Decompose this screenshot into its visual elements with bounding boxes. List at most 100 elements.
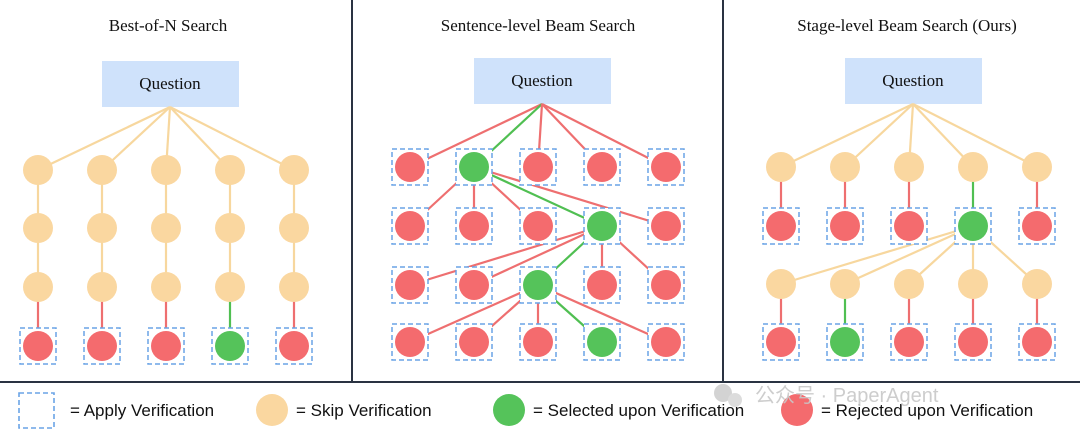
question-box-3 xyxy=(845,58,982,104)
bon-node-l2 xyxy=(215,213,245,243)
skip-node xyxy=(215,213,245,243)
tree-nodes xyxy=(19,148,1056,365)
rejected-node xyxy=(523,211,553,241)
rejected-node xyxy=(894,211,924,241)
stage-node-l2 xyxy=(954,207,992,245)
sbs-edge xyxy=(409,224,603,287)
sbs-node-l2 xyxy=(455,207,493,245)
rejected-node xyxy=(1022,211,1052,241)
skip-node xyxy=(87,213,117,243)
skip-node xyxy=(894,269,924,299)
bon-node-l3 xyxy=(279,272,309,302)
watermark: 公众号 · PaperAgent xyxy=(714,384,939,407)
sbs-edge xyxy=(409,103,543,168)
rejected-node xyxy=(459,327,489,357)
stage-node-l4 xyxy=(826,323,864,361)
stage-node-l3 xyxy=(830,269,860,299)
skip-node xyxy=(23,213,53,243)
selected-node xyxy=(587,211,617,241)
sbs-node-l4 xyxy=(455,323,493,361)
skip-node xyxy=(151,213,181,243)
selected-node xyxy=(830,327,860,357)
skip-node xyxy=(766,152,796,182)
sbs-node-l2 xyxy=(647,207,685,245)
skip-node xyxy=(830,269,860,299)
skip-node xyxy=(151,272,181,302)
skip-node xyxy=(215,155,245,185)
stage-node-l1 xyxy=(830,152,860,182)
stage-node-l4 xyxy=(1018,323,1056,361)
sbs-edge xyxy=(409,283,539,344)
stage-node-l4 xyxy=(890,323,928,361)
rejected-node xyxy=(87,331,117,361)
skip-node xyxy=(87,272,117,302)
legend-selected-icon xyxy=(493,394,525,426)
skip-node xyxy=(23,272,53,302)
panel-title-best-of-n: Best-of-N Search xyxy=(109,16,228,35)
sbs-node-l3 xyxy=(391,266,429,304)
bon-node-l4 xyxy=(211,327,249,365)
skip-node xyxy=(279,155,309,185)
rejected-node xyxy=(459,211,489,241)
rejected-node xyxy=(651,327,681,357)
question-box-2 xyxy=(474,58,611,104)
selected-node xyxy=(958,211,988,241)
bon-node-l3 xyxy=(151,272,181,302)
rejected-node xyxy=(395,152,425,182)
panel-title-sentence-beam: Sentence-level Beam Search xyxy=(441,16,636,35)
skip-node xyxy=(958,152,988,182)
stage-node-l3 xyxy=(894,269,924,299)
stage-edge-expand xyxy=(844,224,974,286)
rejected-node xyxy=(1022,327,1052,357)
rejected-node xyxy=(587,270,617,300)
sbs-node-l4 xyxy=(519,323,557,361)
stage-node-l1 xyxy=(1022,152,1052,182)
stage-edge-root xyxy=(844,103,914,168)
stage-node-l4 xyxy=(762,323,800,361)
bon-node-l4 xyxy=(275,327,313,365)
wechat-icon-bubble xyxy=(728,393,742,407)
sbs-node-l4 xyxy=(647,323,685,361)
stage-node-l1 xyxy=(894,152,924,182)
selected-node xyxy=(459,152,489,182)
bon-node-l1 xyxy=(279,155,309,185)
rejected-node xyxy=(151,331,181,361)
bon-node-l1 xyxy=(23,155,53,185)
sbs-node-l4 xyxy=(583,323,621,361)
sbs-node-l1 xyxy=(519,148,557,186)
bon-edge-root xyxy=(101,106,171,171)
rejected-node xyxy=(830,211,860,241)
stage-edge-expand xyxy=(780,224,974,286)
sbs-node-l1 xyxy=(583,148,621,186)
rejected-node xyxy=(523,327,553,357)
legend-skip-verification-icon xyxy=(256,394,288,426)
skip-node xyxy=(279,272,309,302)
sbs-edge xyxy=(473,165,667,228)
bon-node-l2 xyxy=(279,213,309,243)
sbs-edge xyxy=(537,283,667,344)
legend-apply-label: = Apply Verification xyxy=(70,401,214,420)
rejected-node xyxy=(766,327,796,357)
question-box-1 xyxy=(102,61,239,107)
sbs-node-l2 xyxy=(519,207,557,245)
skip-node xyxy=(87,155,117,185)
panel-title-stage-beam: Stage-level Beam Search (Ours) xyxy=(797,16,1017,35)
rejected-node xyxy=(395,327,425,357)
sbs-node-l3 xyxy=(455,266,493,304)
skip-node xyxy=(958,269,988,299)
sbs-node-l1 xyxy=(647,148,685,186)
question-label-3: Question xyxy=(882,71,944,90)
rejected-node xyxy=(459,270,489,300)
skip-node xyxy=(279,213,309,243)
sbs-node-l2 xyxy=(391,207,429,245)
skip-node xyxy=(23,155,53,185)
question-label-2: Question xyxy=(511,71,573,90)
bon-node-l4 xyxy=(83,327,121,365)
selected-node xyxy=(523,270,553,300)
skip-node xyxy=(766,269,796,299)
skip-node xyxy=(151,155,181,185)
bon-node-l4 xyxy=(147,327,185,365)
bon-edge-root xyxy=(169,106,295,171)
bon-node-l2 xyxy=(23,213,53,243)
bon-node-l1 xyxy=(151,155,181,185)
